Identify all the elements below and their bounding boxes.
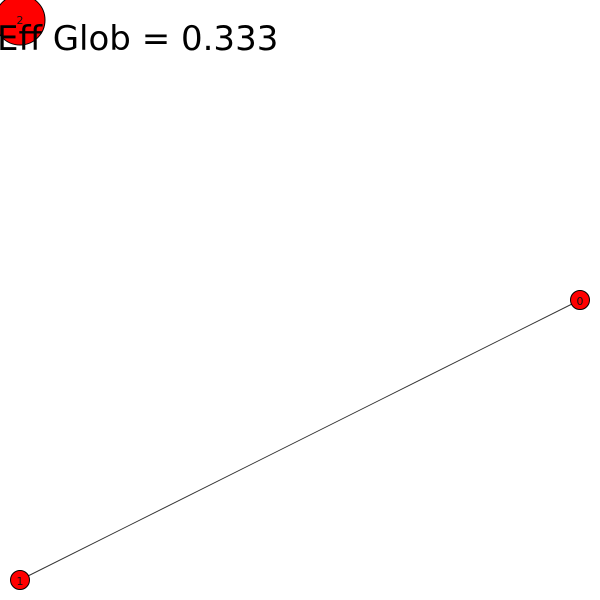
graph-node-0: 0 <box>570 290 590 310</box>
graph-title: Eff Glob = 0.333 <box>0 19 278 59</box>
node-2-label: 2 <box>17 14 24 27</box>
graph-node-2: 2 <box>0 0 46 46</box>
node-0-circle <box>570 290 590 310</box>
node-0-label: 0 <box>577 295 584 308</box>
node-2-circle <box>0 0 46 46</box>
graph-node-1: 1 <box>10 570 30 590</box>
node-1-label: 1 <box>17 575 24 588</box>
graph-edge-0-1 <box>19 299 581 581</box>
node-1-circle <box>10 570 30 590</box>
